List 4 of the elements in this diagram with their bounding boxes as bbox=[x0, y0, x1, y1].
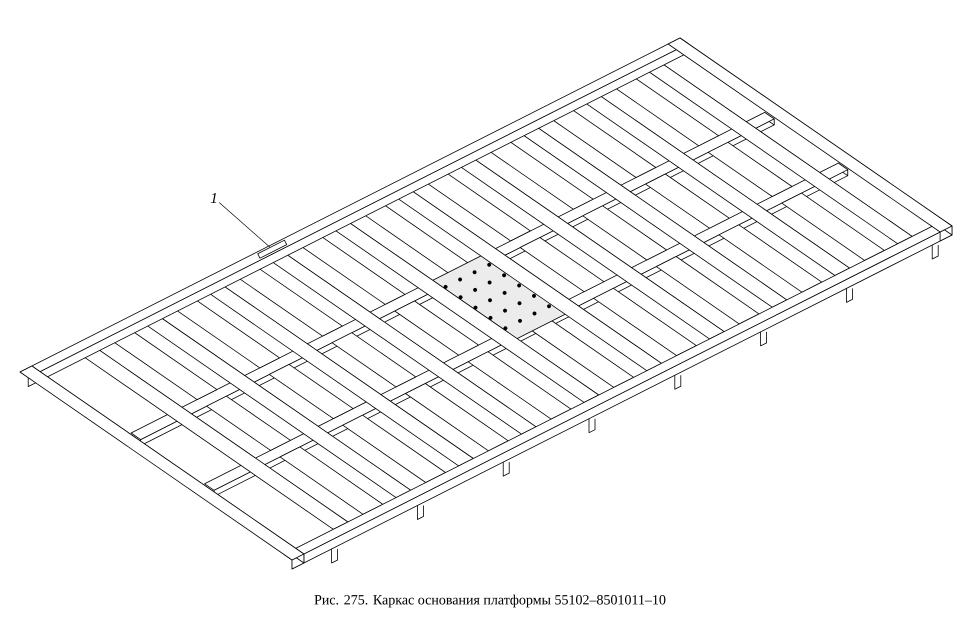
leader-line bbox=[218, 202, 270, 248]
frame-rail bbox=[257, 240, 288, 259]
callout-number: 1 bbox=[210, 193, 216, 203]
caption: Рис. 275. Каркас основания платформы 55102–8501011–10 bbox=[314, 594, 666, 608]
